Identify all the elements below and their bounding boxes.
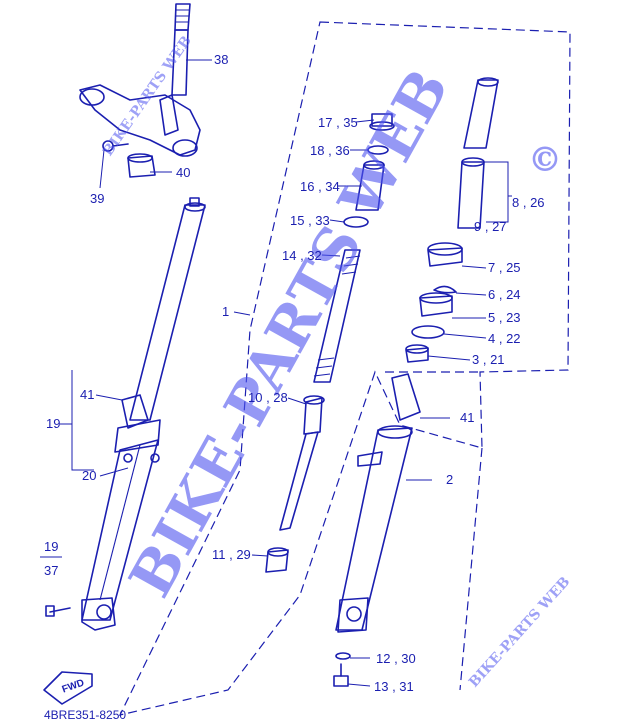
callout-14-32: 14 , 32 xyxy=(282,248,322,263)
sub-assembly-boundary-dashed xyxy=(385,371,483,691)
washer-4-22 xyxy=(411,325,445,339)
inner-tube-8-26 xyxy=(463,77,499,149)
leader-lines xyxy=(40,59,512,687)
callout-20: 20 xyxy=(82,468,97,483)
bolt-39 xyxy=(102,140,129,152)
callout-11-29: 11 , 29 xyxy=(212,547,251,562)
callout-40: 40 xyxy=(176,165,191,180)
callout-41-left: 41 xyxy=(80,387,95,402)
callout-16-34: 16 , 34 xyxy=(300,179,340,194)
callout-8-26: 8 , 26 xyxy=(512,195,545,210)
catalog-code: 4BRE351-8250 xyxy=(44,708,127,722)
callout-38: 38 xyxy=(214,52,229,67)
left-fork-assembly xyxy=(81,197,206,631)
callout-5-23: 5 , 23 xyxy=(488,310,521,325)
callout-10-28: 10 , 28 xyxy=(248,390,288,405)
steering-stem xyxy=(79,3,201,157)
dust-seal-7-25 xyxy=(427,242,463,267)
oil-lock-piece-11-29 xyxy=(265,547,289,573)
callout-12-30: 12 , 30 xyxy=(376,651,416,666)
guard-41-right xyxy=(391,373,421,421)
callout-15-33: 15 , 33 xyxy=(290,213,330,228)
callout-3-21: 3 , 21 xyxy=(472,352,505,367)
watermark-copyright: © xyxy=(528,140,562,180)
outer-tube-2 xyxy=(335,425,413,633)
fwd-arrow-icon xyxy=(43,671,93,705)
callout-13-31: 13 , 31 xyxy=(374,679,414,694)
slide-metal-3-21 xyxy=(405,344,429,363)
bushing-9-27 xyxy=(457,157,485,229)
bolt-13-31 xyxy=(333,663,349,687)
callout-37: 37 xyxy=(44,563,59,578)
callout-39: 39 xyxy=(90,191,105,206)
callout-18-36: 18 , 36 xyxy=(310,143,350,158)
callout-4-22: 4 , 22 xyxy=(488,331,521,346)
callout-2: 2 xyxy=(446,472,454,487)
callout-17-35: 17 , 35 xyxy=(318,115,358,130)
spacer-16-34 xyxy=(355,160,385,211)
oil-seal-5-23 xyxy=(419,292,453,317)
callout-9-27: 9 , 27 xyxy=(474,219,507,234)
assembly-boundary-dashed xyxy=(118,21,571,716)
clamp-40 xyxy=(127,153,156,178)
callout-6-24: 6 , 24 xyxy=(488,287,521,302)
washer-12-30 xyxy=(335,652,351,660)
spring-14-32 xyxy=(313,249,361,383)
damper-rod-10-28 xyxy=(279,395,325,531)
callout-19: 19 xyxy=(46,416,61,431)
callout-41-right: 41 xyxy=(460,410,475,425)
bolt-37 xyxy=(45,605,71,617)
clip-6-24 xyxy=(433,285,457,294)
callout-1: 1 xyxy=(222,304,230,319)
callout-19-small: 19 xyxy=(44,539,59,554)
callout-7-25: 7 , 25 xyxy=(488,260,521,275)
